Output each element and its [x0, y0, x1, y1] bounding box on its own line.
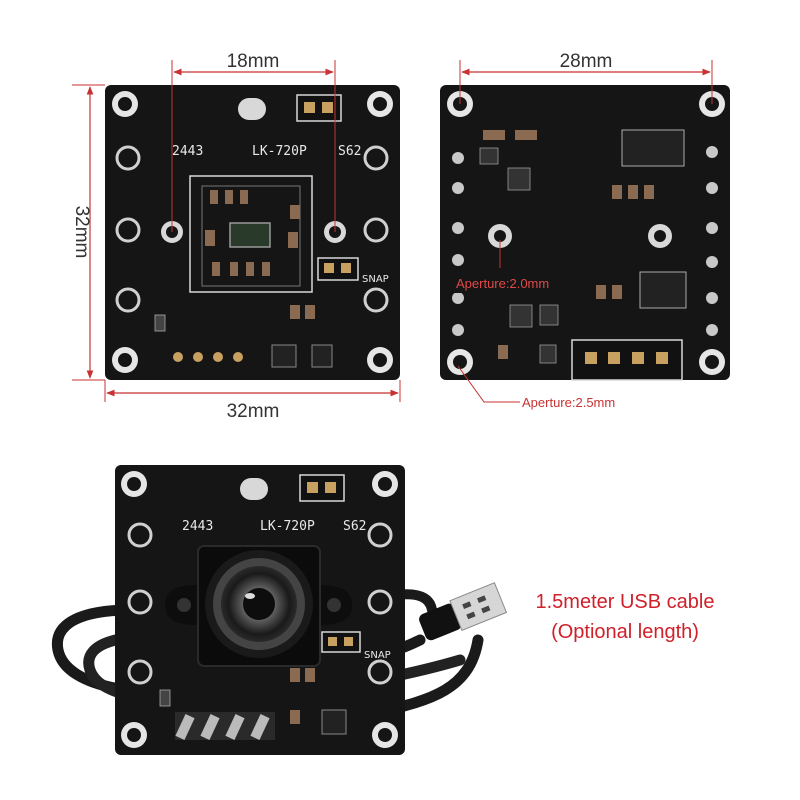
marking-code: 2443 [172, 144, 203, 159]
cable-caption-line2: (Optional length) [551, 621, 699, 643]
height-label: 32mm [71, 206, 92, 259]
assembled-snap-label: SNAP [364, 650, 391, 661]
back-width-label: 28mm [560, 51, 613, 72]
lens-module [165, 545, 352, 667]
front-width-label: 32mm [227, 401, 280, 422]
snap-label: SNAP [362, 274, 389, 285]
model-label: LK-720P [252, 144, 307, 159]
aperture-small-label: Aperture:2.0mm [456, 276, 549, 291]
cable-caption: 1.5meter USB cable (Optional length) [536, 591, 715, 643]
assembled-model-label: LK-720P [260, 519, 315, 534]
front-dimensions: 18mm 32mm 32mm [71, 51, 401, 422]
cable-caption-line1: 1.5meter USB cable [536, 591, 715, 613]
aperture-large-label: Aperture:2.5mm [522, 395, 615, 410]
variant-label: S62 [338, 144, 361, 159]
assembled-marking-code: 2443 [182, 519, 213, 534]
back-dimensions: 28mm Aperture:2.0mm Aperture:2.5mm [450, 51, 713, 410]
front-board: 2443 LK-720P S62 SNAP [105, 85, 400, 380]
hole-spacing-label: 18mm [227, 51, 280, 72]
back-board [440, 85, 730, 381]
assembled-variant-label: S62 [343, 519, 366, 534]
